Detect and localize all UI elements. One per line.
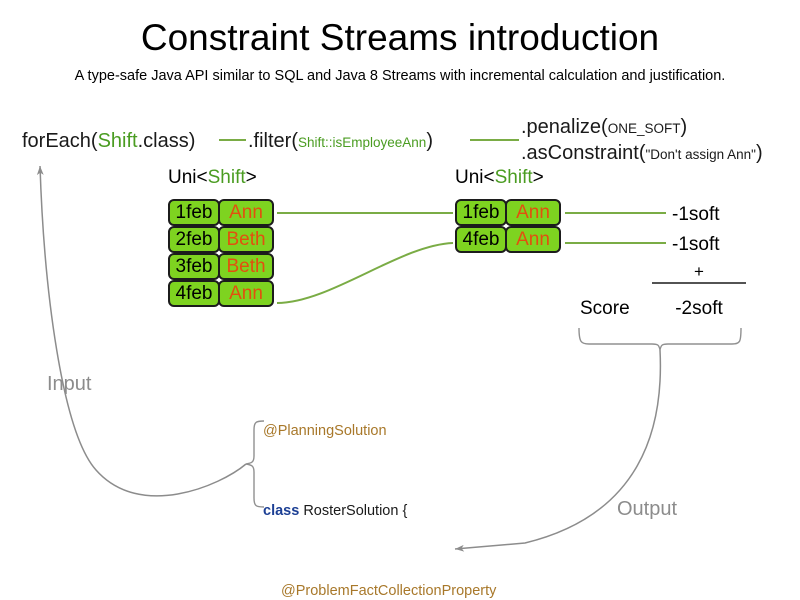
output-caption: Output xyxy=(617,498,678,520)
shift-fact-row: 4feb Ann xyxy=(455,226,561,253)
score-total-value: -2soft xyxy=(675,298,723,319)
foreach-suffix: .class) xyxy=(137,130,196,152)
shift-fact-row: 2feb Beth xyxy=(168,226,274,253)
shift-fact-list-left: 1feb Ann 2feb Beth 3feb Beth 4feb Ann xyxy=(168,199,274,307)
shift-fact-row: 3feb Beth xyxy=(168,253,274,280)
keyword-class: class xyxy=(263,503,300,519)
score-label: Score xyxy=(580,298,630,319)
stream-asconstraint-expression: .asConstraint("Don't assign Ann") xyxy=(521,140,763,168)
page-title: Constraint Streams introduction xyxy=(140,17,660,58)
asconstraint-prefix: .asConstraint( xyxy=(521,142,646,164)
shift-fact-row: 4feb Ann xyxy=(168,280,274,307)
uni-right-prefix: Uni< xyxy=(455,167,495,188)
shift-date-cell: 3feb xyxy=(168,253,220,280)
stream-filter-expression: .filter(Shift::isEmployeeAnn) xyxy=(248,128,433,156)
java-code-block: @PlanningSolution class RosterSolution {… xyxy=(263,381,507,600)
shift-fact-list-right: 1feb Ann 4feb Ann xyxy=(455,199,561,253)
shift-employee-cell: Beth xyxy=(218,253,274,280)
shift-employee-cell: Ann xyxy=(505,199,561,226)
code-fields-brace xyxy=(245,420,265,508)
asconstraint-suffix: ) xyxy=(755,142,763,164)
code-line-class-declaration: class RosterSolution { xyxy=(263,501,507,521)
shift-date-cell: 1feb xyxy=(168,199,220,226)
uni-left-suffix: > xyxy=(245,167,257,188)
uni-left-type: Shift xyxy=(207,167,246,188)
penalty-label-1: -1soft xyxy=(672,204,720,225)
shift-date-cell: 4feb xyxy=(455,226,507,253)
penalize-suffix: ) xyxy=(680,116,688,138)
score-brace xyxy=(578,327,742,351)
shift-employee-cell: Ann xyxy=(505,226,561,253)
stream-foreach-expression: forEach(Shift.class) xyxy=(22,128,195,154)
input-caption: Input xyxy=(47,373,92,395)
foreach-type: Shift xyxy=(97,130,138,152)
uni-label-left: Uni<Shift> xyxy=(168,166,257,190)
uni-left-prefix: Uni< xyxy=(168,167,208,188)
shift-employee-cell: Beth xyxy=(218,226,274,253)
class-name-roster-solution: RosterSolution { xyxy=(299,503,408,519)
penalize-arg: ONE_SOFT xyxy=(607,121,681,136)
penalty-label-2: -1soft xyxy=(672,234,720,255)
annotation-planning-solution: @PlanningSolution xyxy=(263,423,387,439)
annotation-problem-fact-collection-property: @ProblemFactCollectionProperty xyxy=(281,583,497,599)
shift-fact-row: 1feb Ann xyxy=(455,199,561,226)
uni-right-type: Shift xyxy=(494,167,533,188)
asconstraint-arg: "Don't assign Ann" xyxy=(645,147,756,162)
shift-date-cell: 4feb xyxy=(168,280,220,307)
score-sum-operator: + xyxy=(694,262,704,281)
code-line-problem-fact-annotation: @ProblemFactCollectionProperty xyxy=(263,581,507,600)
uni-label-right: Uni<Shift> xyxy=(455,166,544,190)
foreach-prefix: forEach( xyxy=(22,130,98,152)
match-line-4feb xyxy=(276,242,454,304)
filter-prefix: .filter( xyxy=(248,130,298,152)
shift-fact-row: 1feb Ann xyxy=(168,199,274,226)
page-subtitle: A type-safe Java API similar to SQL and … xyxy=(74,68,726,84)
shift-employee-cell: Ann xyxy=(218,199,274,226)
stream-penalize-expression: .penalize(ONE_SOFT) xyxy=(521,114,687,142)
code-line-planning-solution-annotation: @PlanningSolution xyxy=(263,421,507,441)
shift-date-cell: 2feb xyxy=(168,226,220,253)
shift-date-cell: 1feb xyxy=(455,199,507,226)
uni-right-suffix: > xyxy=(532,167,544,188)
filter-suffix: ) xyxy=(426,130,433,152)
filter-method-ref: Shift::isEmployeeAnn xyxy=(298,135,427,150)
shift-employee-cell: Ann xyxy=(218,280,274,307)
penalize-prefix: .penalize( xyxy=(521,116,608,138)
